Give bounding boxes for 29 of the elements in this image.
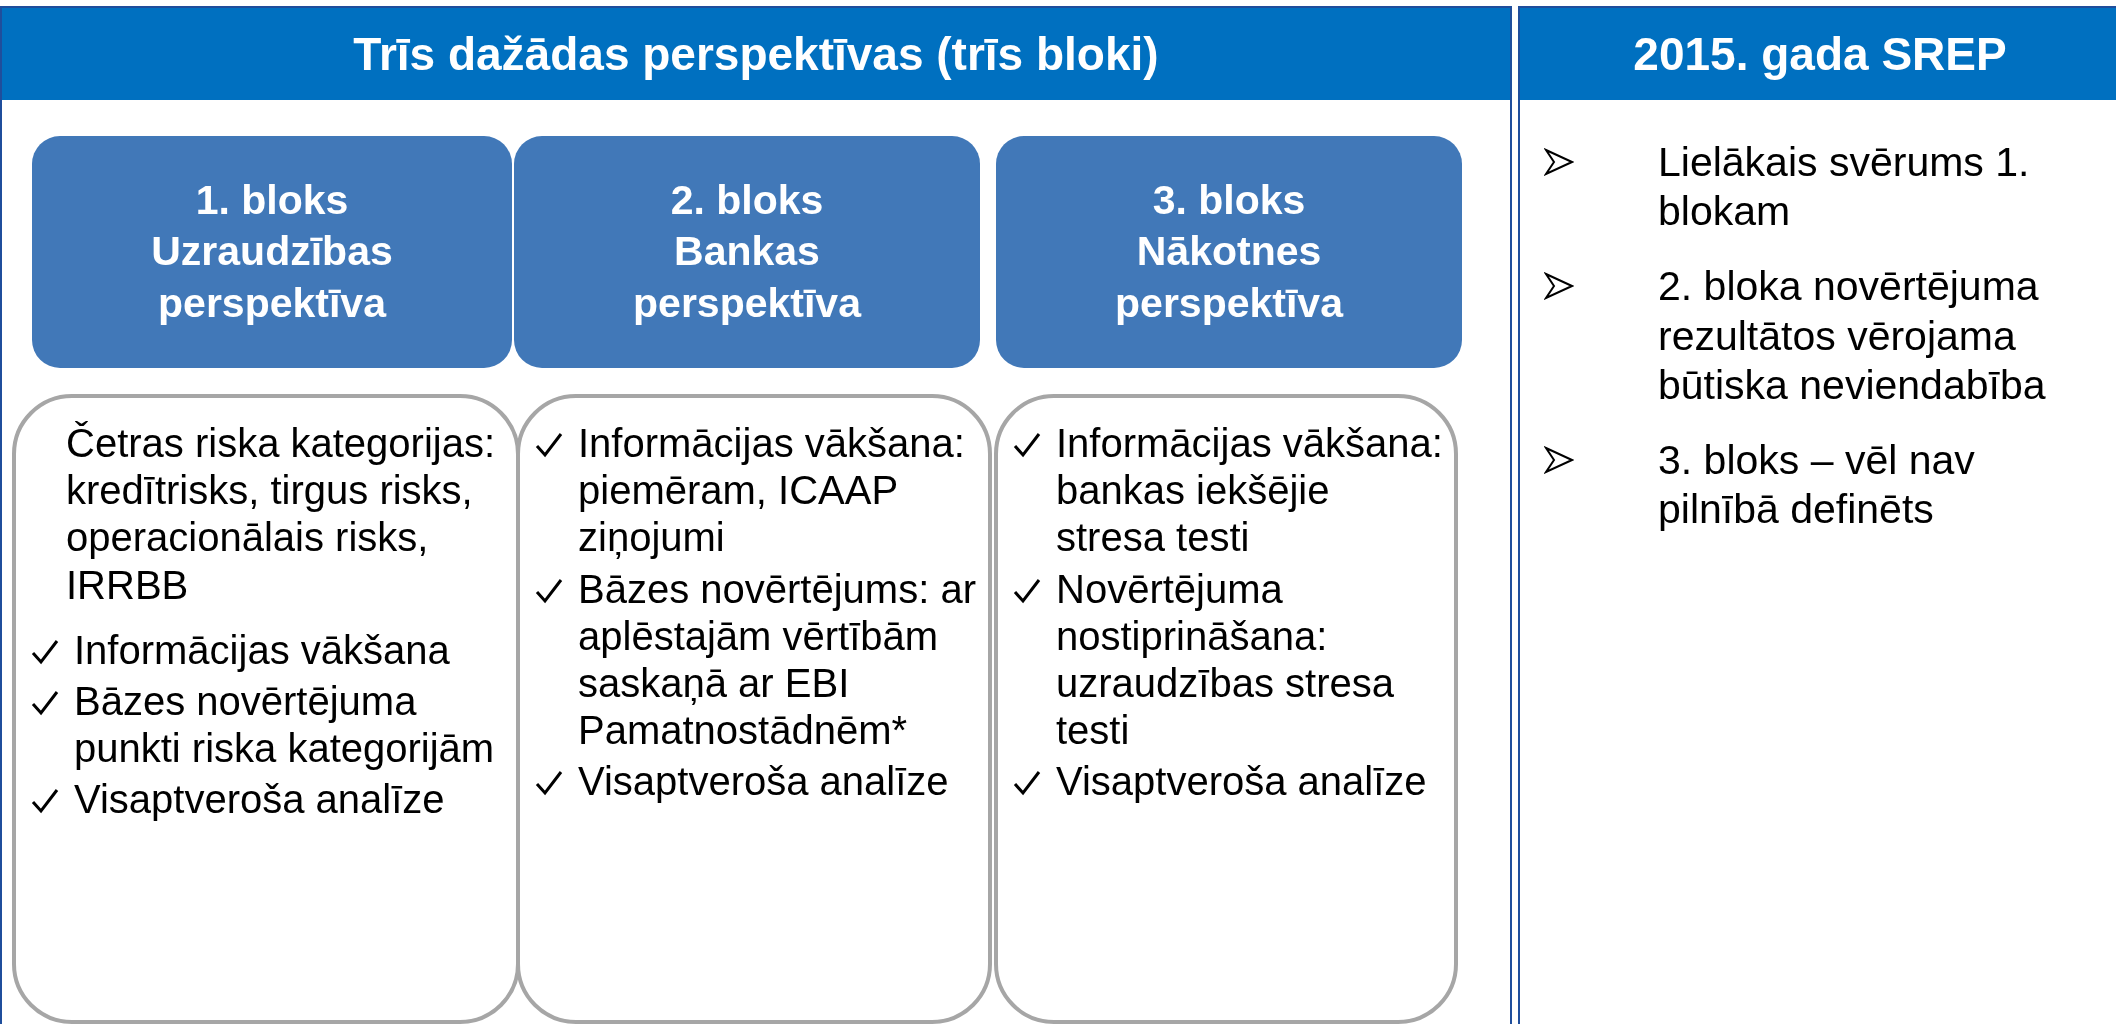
checklist-text: Visaptveroša analīze xyxy=(74,777,445,822)
panel-title: Trīs dažādas perspektīvas (trīs bloki) xyxy=(353,27,1159,81)
block-title: Uzraudzības perspektīva xyxy=(150,227,394,328)
block-header xyxy=(514,136,980,368)
bullet-text: Lielākais svērums 1. blokam xyxy=(1658,139,2030,235)
panel xyxy=(1518,6,2116,1024)
block-header xyxy=(996,136,1462,368)
bullet-text: 3. bloks – vēl nav pilnībā definēts xyxy=(1658,436,1975,533)
checklist-text: Bāzes novērtējums: ar aplēstajām vērtībām saskaņā ar EBI Pamatnostādnēm* xyxy=(578,566,976,753)
content-box xyxy=(994,394,1458,1024)
bullet-text: 2. bloka novērtējuma rezultātos vērojama būtiska neviendabība xyxy=(1658,263,2046,408)
checklist-text: Informācijas vākšana: piemēram, ICAAP ziņojumi xyxy=(578,421,965,560)
block-number: 2. bloks xyxy=(670,176,824,226)
block-header xyxy=(32,136,512,368)
block-title: Nākotnes perspektīva xyxy=(1114,227,1345,328)
checklist-text: Novērtējuma nostiprināšana: uzraudzības stresa testi xyxy=(1056,566,1394,753)
block-number: 1. bloks xyxy=(195,176,349,226)
panel xyxy=(0,6,1512,1024)
checklist-text: Informācijas vākšana: bankas iekšējie stresa testi xyxy=(1056,421,1443,560)
panel-title: 2015. gada SREP xyxy=(1633,27,2007,81)
block-number: 3. bloks xyxy=(1152,176,1306,226)
content-box xyxy=(12,394,520,1024)
description-text: Četras riska kategorijas: kredītrisks, tirgus risks, operacionālais risks, IRRBB xyxy=(66,421,496,607)
checklist-text: Bāzes novērtējuma punkti riska kategorijām xyxy=(74,678,495,771)
checklist-text: Visaptveroša analīze xyxy=(1056,759,1427,804)
block-title: Bankas perspektīva xyxy=(632,227,863,328)
checklist-text: Visaptveroša analīze xyxy=(578,759,949,804)
checklist-text: Informācijas vākšana xyxy=(74,627,450,672)
content-box xyxy=(516,394,992,1024)
